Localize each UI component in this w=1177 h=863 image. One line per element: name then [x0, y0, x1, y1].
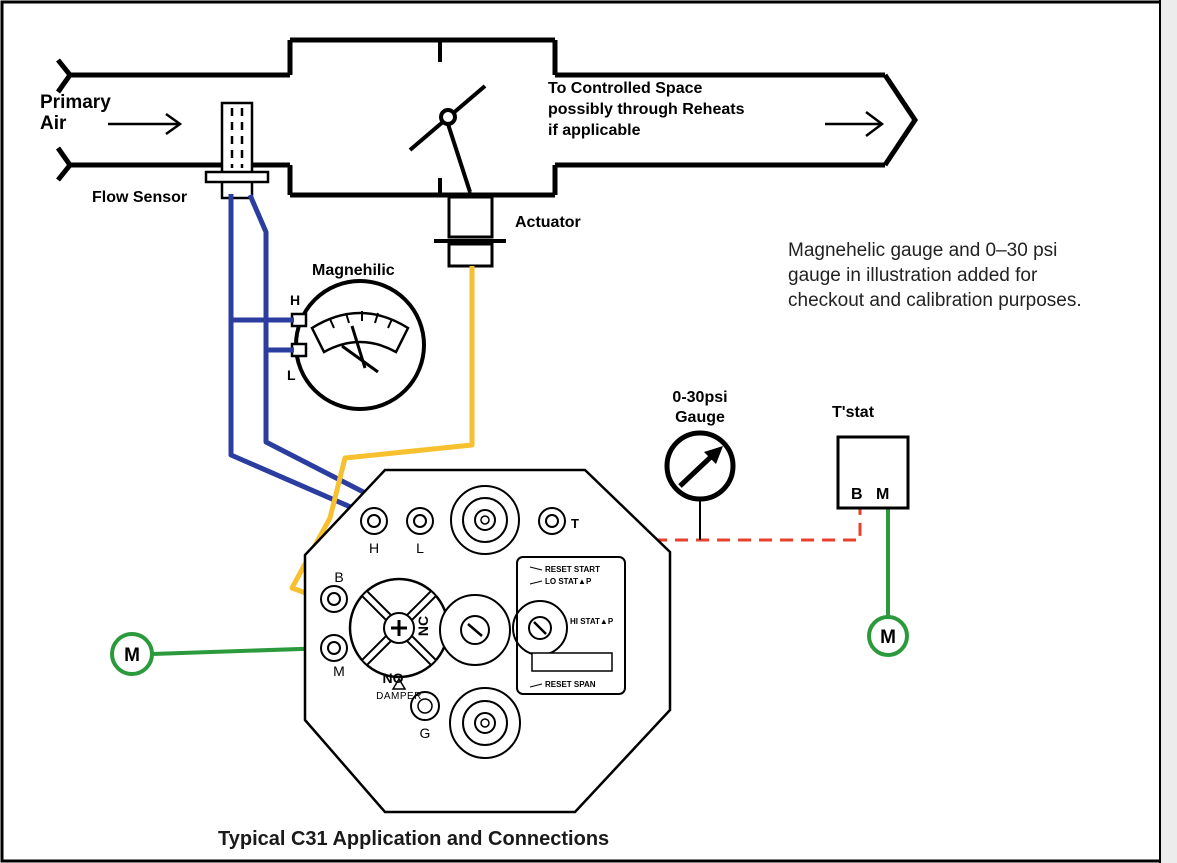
controller-label-b: B: [334, 569, 343, 585]
psi-gauge: [664, 430, 736, 502]
controller-port-b: [320, 585, 348, 613]
svg-text:M: M: [880, 627, 896, 648]
reset-start-label: RESET START: [545, 565, 600, 574]
controller-port-h: [360, 507, 388, 535]
hi-stat-label: HI STAT▲P: [570, 617, 614, 626]
lo-stat-label: LO STAT▲P: [545, 577, 592, 586]
magnehelic-gauge: [290, 279, 426, 411]
actuator-label: Actuator: [515, 214, 581, 231]
controller-label-m: M: [333, 663, 345, 679]
thermostat-port-m-label: M: [876, 486, 889, 503]
controller-label-window: [531, 652, 613, 672]
magnehelic-port-l-label: L: [287, 367, 296, 383]
destination-label: To Controlled Space possibly through Reh…: [548, 80, 745, 139]
damper-blade: [408, 84, 487, 193]
psi-gauge-label: 0-30psi Gauge: [672, 389, 728, 426]
thermostat: [836, 435, 910, 510]
controller-port-t: [538, 507, 566, 535]
flow-sensor: [204, 101, 270, 200]
main-air-symbol-right: M: [867, 615, 909, 657]
actuator-tube: [289, 266, 475, 603]
svg-text:M: M: [124, 645, 140, 666]
damper-nc-label: NC: [415, 616, 431, 636]
controller-top-adjuster: [450, 485, 520, 555]
magnehelic-port-h-label: H: [290, 292, 300, 308]
main-air-tube-left: [151, 646, 331, 656]
damper-selector: [348, 577, 450, 690]
primary-air-arrow: [108, 112, 183, 136]
controller-label-panel: [516, 556, 626, 695]
c31-controller: [303, 468, 672, 814]
controller-bottom-adjuster: [449, 687, 521, 759]
hi-stat-adjuster: [512, 600, 568, 656]
flow-sensor-label: Flow Sensor: [92, 189, 188, 206]
controller-label-l: L: [416, 540, 424, 556]
controller-port-l: [406, 507, 434, 535]
reset-span-label: RESET SPAN: [545, 680, 596, 689]
low-pressure-tube: [247, 194, 420, 523]
controller-label-g: G: [420, 725, 431, 741]
thermostat-label: T'stat: [832, 404, 875, 421]
top-right-strip: [1160, 0, 1177, 863]
damper-label: DAMPER: [376, 691, 422, 702]
discharge-arrow: [825, 111, 885, 137]
calibration-note: Magnehelic gauge and 0–30 psi gauge in i…: [788, 240, 1082, 311]
damper-no-label: NO: [383, 670, 404, 686]
controller-port-m: [320, 634, 348, 662]
controller-label-h: H: [369, 540, 379, 556]
diagram-caption: Typical C31 Application and Connections: [218, 828, 610, 850]
duct: [55, 37, 919, 198]
primary-air-label: Primary Air: [40, 92, 111, 134]
magnehelic-label: Magnehilic: [312, 262, 395, 279]
thermostat-port-b-label: B: [851, 486, 863, 503]
controller-port-g: [410, 691, 440, 721]
main-air-symbol-left: M: [110, 632, 154, 676]
controller-label-t: T: [571, 516, 579, 531]
actuator: [434, 192, 506, 268]
lo-stat-adjuster: [439, 594, 511, 666]
